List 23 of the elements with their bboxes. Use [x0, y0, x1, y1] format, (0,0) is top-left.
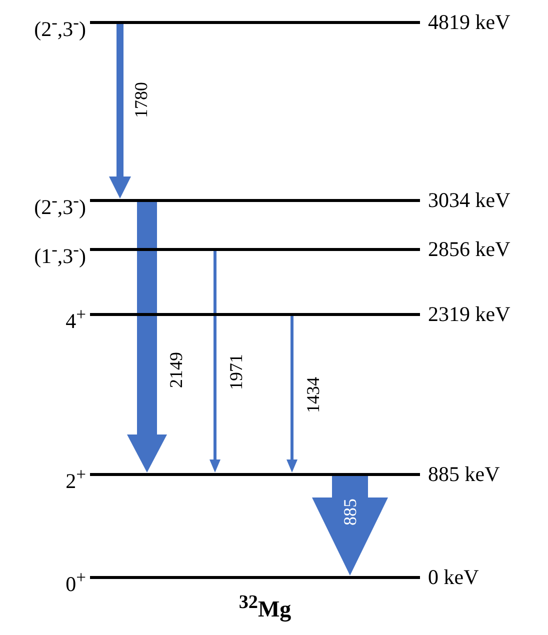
energy-label: 0 keV — [428, 565, 479, 589]
transition-arrow — [109, 24, 131, 198]
spin-parity-label: (1$^{-}$,3$^{-}$) — [34, 238, 86, 268]
energy-label: 2856 keV — [428, 237, 510, 261]
spin-parity-label: (2$^{-}$,3$^{-}$) — [34, 11, 86, 41]
edge-label: 1780 — [131, 82, 151, 118]
nucleus-label: $^{32}$Mg — [238, 592, 292, 623]
transition-arrow — [312, 476, 388, 576]
transition-arrow — [210, 250, 220, 472]
transition-arrow — [286, 316, 298, 472]
edge-label: 1434 — [303, 377, 323, 413]
energy-label: 4819 keV — [428, 10, 510, 34]
energy-label: 885 keV — [428, 462, 500, 486]
edge-label: 1971 — [226, 354, 246, 390]
energy-label: 2319 keV — [428, 302, 510, 326]
spin-parity-label: (2$^{-}$,3$^{-}$) — [34, 189, 86, 219]
spin-parity-label: 0$^{+}$ — [66, 566, 86, 596]
spin-parity-label: 4$^{+}$ — [66, 303, 86, 333]
transition-arrow — [127, 202, 167, 472]
edge-label: 885 — [340, 498, 360, 526]
spin-parity-label: 2$^{+}$ — [66, 463, 86, 493]
edge-label: 2149 — [166, 352, 186, 388]
energy-label: 3034 keV — [428, 188, 510, 212]
